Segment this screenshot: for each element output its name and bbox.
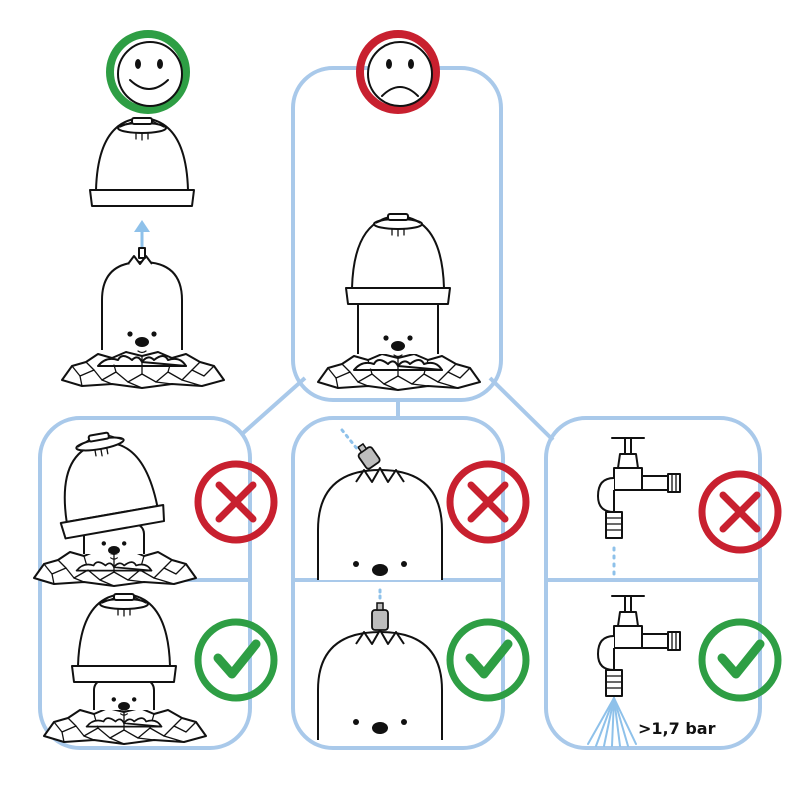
cross-icon bbox=[198, 464, 274, 540]
faucet-low-pressure bbox=[597, 437, 681, 580]
pressure-label: >1,7 bar bbox=[638, 719, 716, 738]
mole-sprinkler-base bbox=[61, 247, 225, 389]
tilted-cover-illustration bbox=[33, 428, 197, 587]
tilted-nozzle-illustration bbox=[317, 428, 443, 580]
happy-face-icon bbox=[106, 30, 190, 114]
sprinkler-head-panel bbox=[291, 416, 505, 750]
cross-icon bbox=[450, 464, 526, 540]
mole-with-misplaced-cover bbox=[317, 213, 481, 391]
straight-nozzle-illustration bbox=[317, 588, 443, 740]
check-icon bbox=[198, 622, 274, 698]
cover-placement-panel bbox=[38, 416, 252, 750]
check-icon bbox=[702, 622, 778, 698]
sad-face-icon bbox=[356, 30, 440, 114]
cover-with-sprinkler bbox=[89, 117, 195, 207]
check-icon bbox=[450, 622, 526, 698]
faucet-high-pressure bbox=[587, 595, 681, 747]
straight-cover-illustration bbox=[43, 593, 207, 745]
water-pressure-panel bbox=[544, 416, 762, 750]
cross-icon bbox=[702, 474, 778, 550]
